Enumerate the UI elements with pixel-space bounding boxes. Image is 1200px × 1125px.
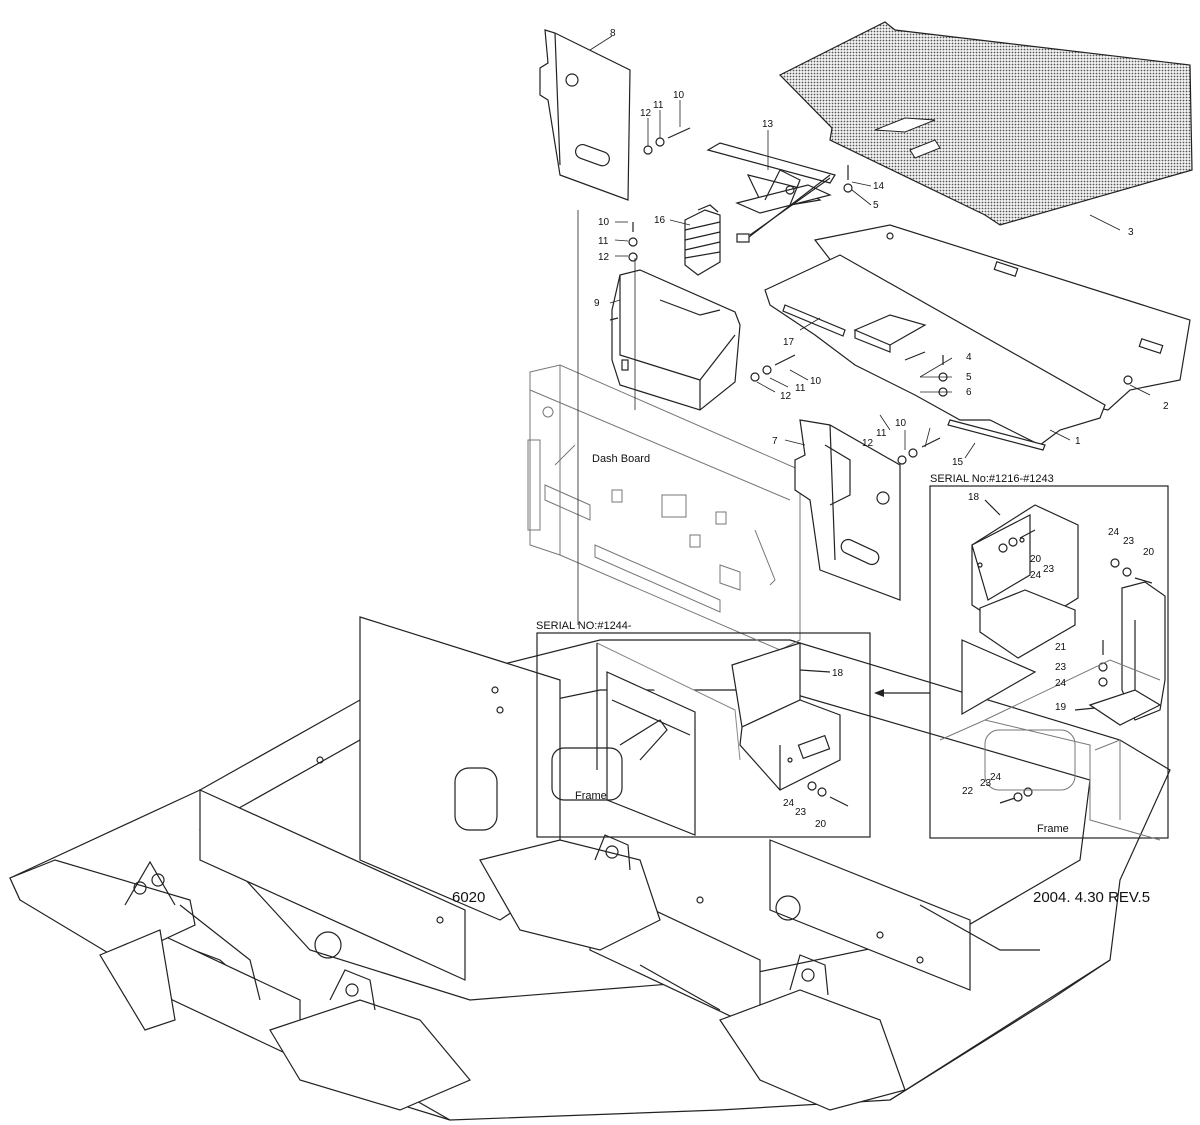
callout-13: 13 bbox=[762, 119, 774, 130]
callout-18: 18 bbox=[968, 492, 980, 503]
trim-strip-15 bbox=[947, 419, 1046, 451]
callout-15: 15 bbox=[952, 457, 964, 468]
trim-strip-17 bbox=[782, 304, 846, 337]
callout-3: 3 bbox=[1128, 227, 1134, 238]
callout-23: 23 bbox=[1123, 536, 1135, 547]
callout-24: 24 bbox=[1108, 527, 1120, 538]
detail-b-frame-label: Frame bbox=[575, 790, 607, 802]
detail-arrow bbox=[874, 689, 930, 697]
callout-16: 16 bbox=[654, 215, 666, 226]
callout-22: 22 bbox=[962, 786, 974, 797]
callout-6: 6 bbox=[966, 387, 972, 398]
callout-11: 11 bbox=[795, 383, 806, 394]
callout-21: 21 bbox=[1055, 642, 1067, 653]
callout-19: 19 bbox=[1055, 702, 1067, 713]
detail-a-frame-label: Frame bbox=[1037, 823, 1069, 835]
callout-17: 17 bbox=[783, 337, 795, 348]
callout-24: 24 bbox=[1030, 570, 1042, 581]
detail-b-title: SERIAL NO:#1244- bbox=[536, 620, 632, 632]
callout-7: 7 bbox=[772, 436, 778, 447]
callout-20: 20 bbox=[1030, 554, 1042, 565]
console-cover-part bbox=[609, 269, 741, 411]
callout-10: 10 bbox=[895, 418, 907, 429]
callout-24: 24 bbox=[1055, 678, 1067, 689]
callout-24: 24 bbox=[783, 798, 795, 809]
callout-12: 12 bbox=[598, 252, 610, 263]
callout-20: 20 bbox=[815, 819, 827, 830]
detail-a-title: SERIAL No:#1216-#1243 bbox=[930, 473, 1054, 485]
callout-24: 24 bbox=[990, 772, 1002, 783]
dash-board: Dash Board bbox=[527, 364, 801, 651]
callout-20: 20 bbox=[1143, 547, 1155, 558]
callout-23: 23 bbox=[980, 778, 992, 789]
leader-lines bbox=[577, 35, 1151, 625]
revision-text: 2004. 4.30 REV.5 bbox=[1033, 889, 1150, 906]
callout-5: 5 bbox=[873, 200, 879, 211]
side-panel-8 bbox=[539, 29, 631, 201]
callout-23: 23 bbox=[1055, 662, 1067, 673]
callout-labels: 8 10 11 12 13 14 5 3 16 10 11 12 9 17 10… bbox=[594, 28, 1169, 468]
callout-12: 12 bbox=[780, 391, 792, 402]
callout-4: 4 bbox=[966, 352, 972, 363]
dash-board-label: Dash Board bbox=[592, 453, 650, 465]
callout-23: 23 bbox=[795, 807, 807, 818]
callout-5: 5 bbox=[966, 372, 972, 383]
callout-18: 18 bbox=[832, 668, 844, 679]
callout-10: 10 bbox=[810, 376, 822, 387]
callout-1: 1 bbox=[1075, 436, 1081, 447]
callout-9: 9 bbox=[594, 298, 600, 309]
callout-8: 8 bbox=[610, 28, 616, 39]
callout-10: 10 bbox=[598, 217, 610, 228]
callout-11: 11 bbox=[598, 236, 609, 247]
shift-boot-part bbox=[684, 204, 721, 276]
model-number: 6020 bbox=[452, 889, 485, 906]
callout-23: 23 bbox=[1043, 564, 1055, 575]
machine-frame bbox=[9, 616, 1171, 1121]
callout-14: 14 bbox=[873, 181, 885, 192]
callout-12: 12 bbox=[640, 108, 652, 119]
callout-11: 11 bbox=[876, 428, 887, 439]
floor-plate-1 bbox=[764, 254, 1106, 446]
callout-12: 12 bbox=[862, 438, 874, 449]
callout-11: 11 bbox=[653, 100, 664, 111]
callout-2: 2 bbox=[1163, 401, 1169, 412]
floor-mat-part bbox=[778, 21, 1193, 226]
side-panel-7 bbox=[794, 419, 901, 601]
pedal-assembly bbox=[706, 142, 836, 243]
callout-10: 10 bbox=[673, 90, 685, 101]
detail-serial-1244: SERIAL NO:#1244- Frame 18 24 23 20 bbox=[536, 620, 871, 838]
detail-serial-1216-1243: SERIAL No:#1216-#1243 Frame 18 20 23 bbox=[929, 473, 1169, 841]
